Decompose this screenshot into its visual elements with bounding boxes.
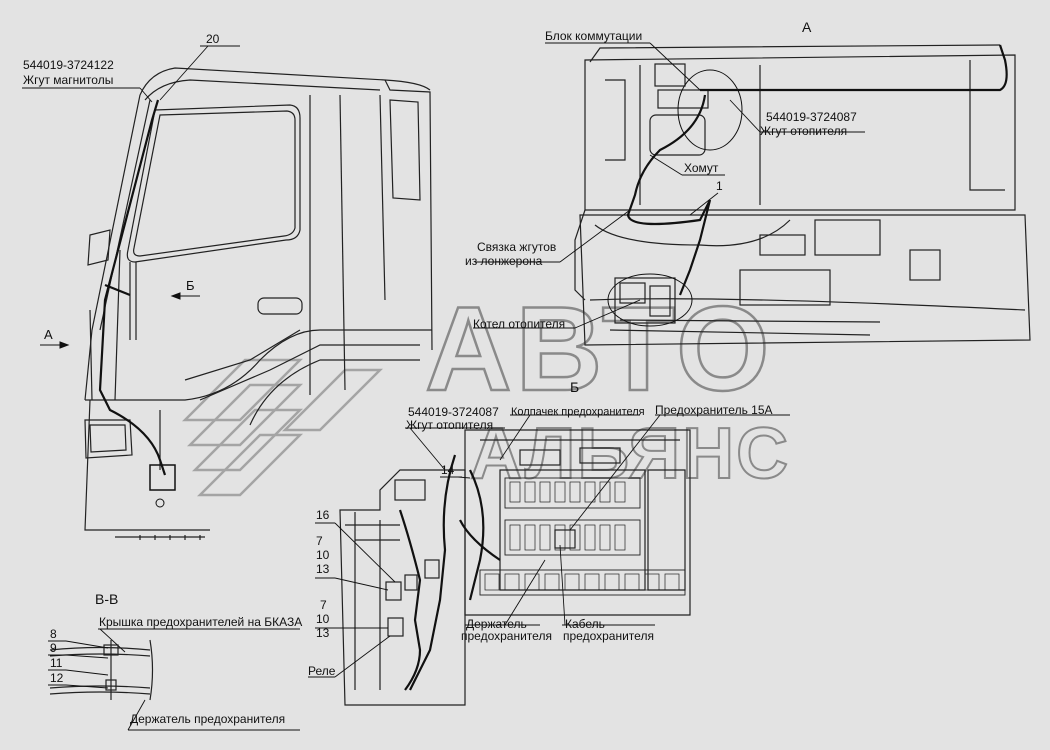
boiler-highlight-ellipse	[607, 273, 693, 327]
fuse-holder-label-2: предохранителя	[461, 629, 552, 643]
callout-10a: 10	[316, 548, 330, 562]
view-arrows	[40, 292, 200, 349]
heater-harness-line-b	[398, 454, 501, 691]
fuse-cable-label-1: Кабель	[565, 617, 605, 631]
callout-11: 11	[50, 656, 63, 670]
watermark-line1: АВТО	[425, 282, 773, 416]
leader-lines-view-a	[473, 42, 865, 329]
part-number-heater-harness-b: 544019-3724087	[408, 405, 499, 419]
fuse-cable-label-2: предохранителя	[563, 629, 654, 643]
callout-16: 16	[316, 508, 330, 522]
heater-harness-line-a	[626, 44, 1008, 296]
relay-label: Реле	[308, 664, 336, 678]
view-b-drawing	[339, 429, 691, 706]
callout-1: 1	[716, 179, 723, 193]
harness-bundle-label-2: из лонжерона	[465, 254, 543, 268]
callout-9: 9	[50, 641, 57, 655]
heater-harness-label-b: Жгут отопителя	[406, 418, 494, 432]
callout-20: 20	[206, 32, 220, 46]
view-a-title: А	[802, 19, 812, 35]
heater-harness-label-a: Жгут отопителя	[760, 124, 848, 138]
watermark-logo	[181, 358, 384, 497]
clamp-label: Хомут	[684, 161, 719, 175]
callout-12: 12	[50, 671, 64, 685]
section-bb-title: В-В	[95, 591, 119, 607]
callout-13b: 13	[316, 626, 330, 640]
leader-lines-view-b	[308, 414, 790, 678]
view-arrow-b-label: Б	[186, 278, 195, 293]
fuse-cap-label: Колпачек предохранителя	[511, 406, 645, 418]
callout-7a: 7	[316, 534, 323, 548]
leader-lines-left	[22, 45, 240, 103]
fuse-15a-label: Предохранитель 15А	[655, 403, 773, 417]
callout-10b: 10	[316, 612, 330, 626]
view-a-drawing	[574, 44, 1031, 346]
leader-lines-section-bb	[48, 628, 300, 731]
callout-7b: 7	[320, 598, 327, 612]
callout-8: 8	[50, 627, 57, 641]
part-number-radio-harness: 544019-3724122	[23, 58, 114, 72]
harness-bundle-label-1: Связка жгутов	[477, 240, 557, 254]
heater-boiler-label: Котел отопителя	[473, 317, 566, 331]
radio-harness-connector	[149, 464, 176, 491]
radio-harness-line	[98, 99, 167, 476]
bkaza-cover-label: Крышка предохранителей на БКАЗА	[99, 615, 303, 629]
fuse-holder-bottom-label: Держатель предохранителя	[130, 712, 286, 726]
callout-14: 14	[441, 463, 455, 477]
fuse-holder-label-1: Держатель	[466, 617, 527, 631]
cab-side-view	[84, 67, 433, 540]
switch-highlight-ellipse	[677, 69, 743, 151]
view-b-title: Б	[570, 379, 580, 395]
callout-13a: 13	[316, 562, 330, 576]
switch-block-label: Блок коммутации	[545, 29, 643, 43]
view-arrow-a-label: А	[44, 327, 53, 342]
section-bb-drawing	[49, 639, 154, 701]
radio-harness-label: Жгут магнитолы	[23, 73, 114, 87]
part-number-heater-harness-a: 544019-3724087	[766, 110, 857, 124]
